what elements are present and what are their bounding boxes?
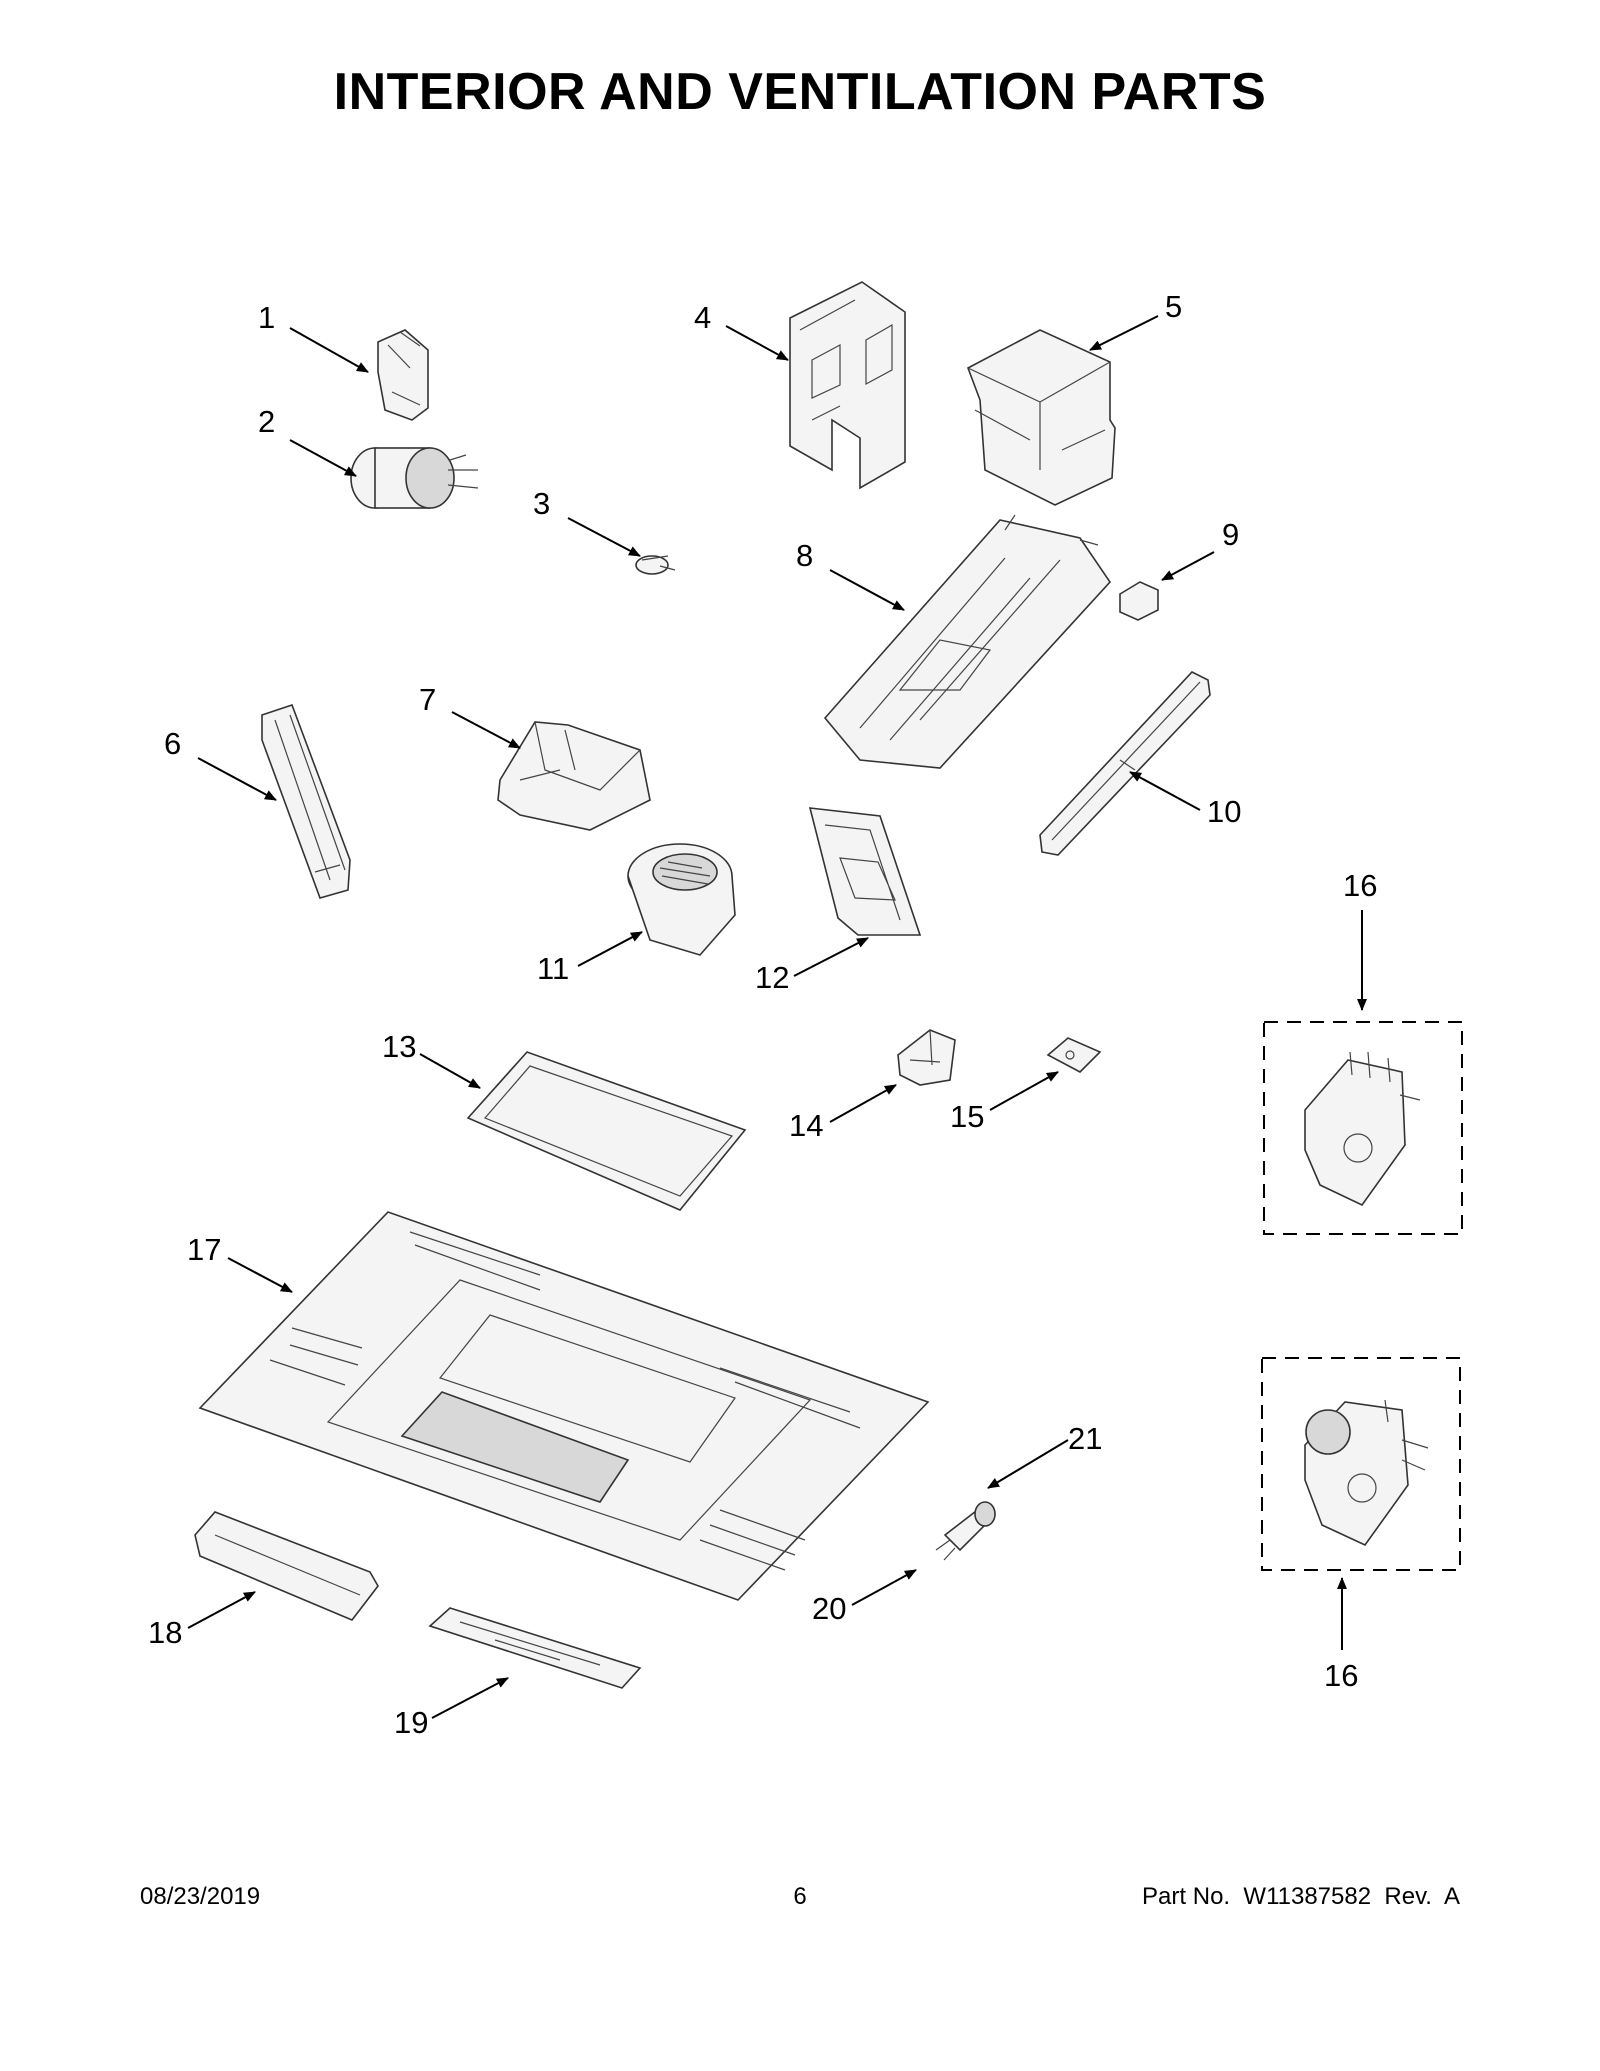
part-16-motor-bottom xyxy=(1261,1357,1461,1571)
callout-4: 4 xyxy=(694,300,711,335)
callout-20: 20 xyxy=(812,1591,846,1626)
part-2-capacitor xyxy=(350,447,479,509)
callout-9: 9 xyxy=(1222,517,1239,552)
part-13-frame xyxy=(466,1051,747,1211)
leader-1 xyxy=(289,327,369,373)
leader-6 xyxy=(197,757,277,801)
part-9-switch xyxy=(1119,581,1159,621)
leader-11 xyxy=(577,931,643,967)
part-16-motor-top xyxy=(1263,1021,1463,1235)
part-19-plate xyxy=(428,1607,642,1689)
callout-5: 5 xyxy=(1165,289,1182,324)
leader-4 xyxy=(725,325,789,361)
leader-20 xyxy=(851,1569,917,1606)
leader-19 xyxy=(431,1677,509,1719)
leader-13 xyxy=(419,1053,481,1089)
leader-5 xyxy=(1089,315,1159,351)
part-17-bottom-panel xyxy=(198,1211,930,1601)
page-title: INTERIOR AND VENTILATION PARTS xyxy=(333,63,1267,121)
leader-7 xyxy=(451,711,521,749)
callout-19: 19 xyxy=(394,1705,428,1740)
leader-10 xyxy=(1129,771,1201,811)
part-14-latch xyxy=(897,1029,956,1086)
callout-14: 14 xyxy=(789,1108,823,1143)
leader-18 xyxy=(187,1591,256,1629)
leader-2 xyxy=(289,439,357,477)
callout-16-bottom: 16 xyxy=(1324,1658,1358,1693)
leader-arrows xyxy=(187,315,1367,1719)
callout-13: 13 xyxy=(382,1029,416,1064)
callout-8: 8 xyxy=(796,538,813,573)
callout-21: 21 xyxy=(1068,1421,1102,1456)
leader-14 xyxy=(829,1084,897,1123)
footer-part-number: Part No. W11387582 Rev. A xyxy=(1142,1883,1460,1910)
part-20-21-switch xyxy=(935,1501,996,1561)
callout-7: 7 xyxy=(419,682,436,717)
callout-10: 10 xyxy=(1207,794,1241,829)
callout-1: 1 xyxy=(258,300,275,335)
callout-15: 15 xyxy=(950,1099,984,1134)
callout-11: 11 xyxy=(537,951,569,986)
part-4-bracket-box xyxy=(789,281,906,490)
part-6-support xyxy=(261,703,351,899)
callout-17: 17 xyxy=(187,1232,221,1267)
callout-6: 6 xyxy=(164,726,181,761)
leader-21 xyxy=(987,1439,1069,1489)
part-18-tray xyxy=(194,1511,379,1621)
leader-3 xyxy=(567,517,641,557)
footer-date: 08/23/2019 xyxy=(140,1883,261,1910)
part-11-blower xyxy=(627,843,736,956)
leader-12 xyxy=(793,937,869,977)
callout-3: 3 xyxy=(533,486,550,521)
leader-9 xyxy=(1161,551,1215,581)
part-3-thermostat xyxy=(635,555,676,575)
callout-18: 18 xyxy=(148,1615,182,1650)
leader-15 xyxy=(989,1071,1059,1111)
part-5-transformer xyxy=(967,329,1116,506)
callout-2: 2 xyxy=(258,404,275,439)
part-8-plate xyxy=(823,514,1112,769)
part-12-panel xyxy=(808,807,922,936)
leader-8 xyxy=(829,569,905,611)
part-10-rail xyxy=(1039,671,1211,856)
leader-17 xyxy=(227,1257,293,1293)
part-1-bracket xyxy=(377,329,429,421)
callout-16-top: 16 xyxy=(1343,868,1377,903)
footer-page-number: 6 xyxy=(793,1883,807,1910)
part-15-board xyxy=(1046,1037,1102,1073)
part-7-duct xyxy=(497,721,651,831)
callout-12: 12 xyxy=(755,960,789,995)
callout-labels: 1 2 3 4 5 6 7 8 9 10 11 12 13 14 15 16 1… xyxy=(148,289,1377,1740)
